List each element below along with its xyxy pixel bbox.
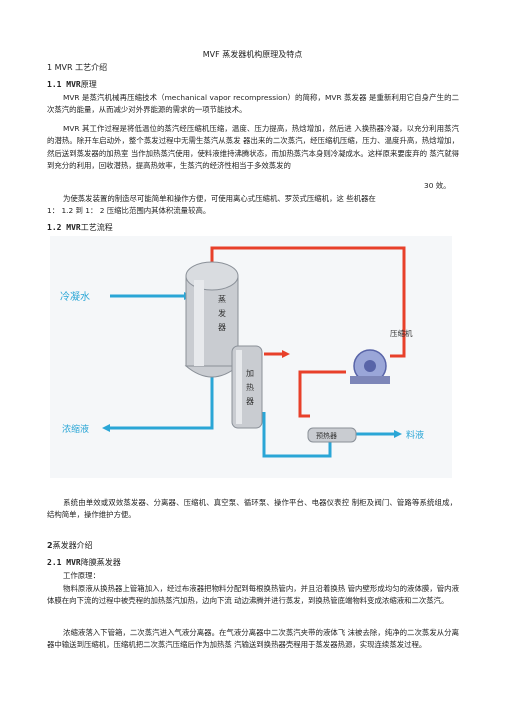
label-heater-1: 加 (246, 368, 254, 378)
label-product: 料液 (406, 429, 424, 441)
paragraph-mvr-process: MVR 其工作过程是将低温位的蒸汽经压缩机压缩，温度、压力提高，热焓增加，然后进… (47, 123, 459, 173)
paragraph-working-principle-label: 工作原理： (47, 570, 459, 582)
label-heater-3: 器 (246, 397, 254, 406)
paragraph-compressor-ratio-text-a: 为使蒸发装置的制造尽可能简单和操作方便，可使用离心式压缩机、罗茨式压缩机，这 些… (63, 194, 376, 203)
paragraph-separation: 浓缩液落入下管箱，二次蒸汽进入气液分离器。在气液分离器中二次蒸汽夹带的液体飞 沫… (47, 627, 459, 652)
section-1-2-heading: 1.2 MVR工艺流程 (47, 222, 113, 233)
preheater-unit (307, 427, 357, 443)
section-1-2-text: 工艺流程 (80, 223, 113, 232)
label-evaporator-3: 器 (218, 323, 226, 332)
label-evaporator-1: 蒸 (218, 294, 226, 304)
section-1-heading: 1 MVR 工艺介绍 (47, 63, 108, 72)
heater-vessel (231, 345, 263, 429)
label-concentrate: 浓缩液 (62, 423, 89, 435)
label-compressor: 压缩机 (390, 328, 413, 338)
section-2-1-heading: 2.1 MVR降膜蒸发器 (47, 557, 121, 568)
paragraph-mvr-definition: MVR 是蒸汽机械再压缩技术（mechanical vapor recompre… (47, 92, 459, 117)
section-2-number: 2 (47, 541, 53, 550)
section-2-heading: 2蒸发器介绍 (47, 540, 93, 551)
label-preheater: 预热器 (316, 431, 337, 440)
label-feed-water: 冷凝水 (60, 290, 90, 303)
label-evaporator-2: 发 (218, 308, 226, 318)
section-1-2-number: 1.2 MVR (47, 223, 81, 232)
evaporator-vessel (184, 261, 240, 378)
label-heater-2: 热 (246, 382, 254, 392)
paragraph-falling-film: 物料原液从换热器上管箱加入，经过布液器把物料分配到每根换热管内，并且沿着换热 管… (47, 583, 459, 608)
paragraph-compressor-ratio: 为使蒸发装置的制造尽可能简单和操作方便，可使用离心式压缩机、罗茨式压缩机，这 些… (47, 193, 459, 205)
section-2-1-number: 2.1 MVR (47, 558, 81, 567)
document-title: MVF 蒸发器机构原理及特点 (202, 50, 303, 59)
paragraph-mvr-definition-text: MVR 是蒸汽机械再压缩技术（mechanical vapor recompre… (47, 93, 459, 115)
section-1-1-number: 1.1 MVR (47, 80, 81, 89)
paragraph-mvr-process-end: 30 效。 (424, 181, 451, 190)
section-1-1-text: 原理 (80, 80, 97, 89)
section-2-text: 蒸发器介绍 (52, 541, 93, 550)
paragraph-falling-film-text: 物料原液从换热器上管箱加入，经过布液器把物料分配到每根换热管内，并且沿着换热 管… (47, 584, 459, 606)
paragraph-compressor-ratio-text-b: 1： 1.2 到 1： 2 压缩比范围内其体积流量较高。 (47, 206, 211, 215)
section-1-1-heading: 1.1 MVR原理 (47, 79, 97, 90)
paragraph-system-components: 系统由单效或双效蒸发器、分离器、压缩机、真空泵、循环泵、操作平台、电器仪表控 制… (47, 497, 457, 522)
mvr-process-diagram: 冷凝水 蒸 发 器 加 热 器 压缩机 预热器 浓缩液 料液 (50, 236, 452, 478)
paragraph-system-components-text: 系统由单效或双效蒸发器、分离器、压缩机、真空泵、循环泵、操作平台、电器仪表控 制… (47, 498, 457, 520)
paragraph-compressor-ratio-line2: 1： 1.2 到 1： 2 压缩比范围内其体积流量较高。 (47, 205, 459, 217)
steam-arrow (282, 350, 290, 358)
secondary-steam-loop (210, 246, 406, 418)
paragraph-mvr-process-text: MVR 其工作过程是将低温位的蒸汽经压缩机压缩，温度、压力提高，热焓增加，然后进… (47, 124, 459, 171)
paragraph-separation-text: 浓缩液落入下管箱，二次蒸汽进入气液分离器。在气液分离器中二次蒸汽夹带的液体飞 沫… (47, 628, 459, 650)
compressor-unit (350, 349, 390, 384)
section-2-1-text: 降膜蒸发器 (80, 558, 121, 567)
working-principle-label: 工作原理： (63, 571, 100, 580)
